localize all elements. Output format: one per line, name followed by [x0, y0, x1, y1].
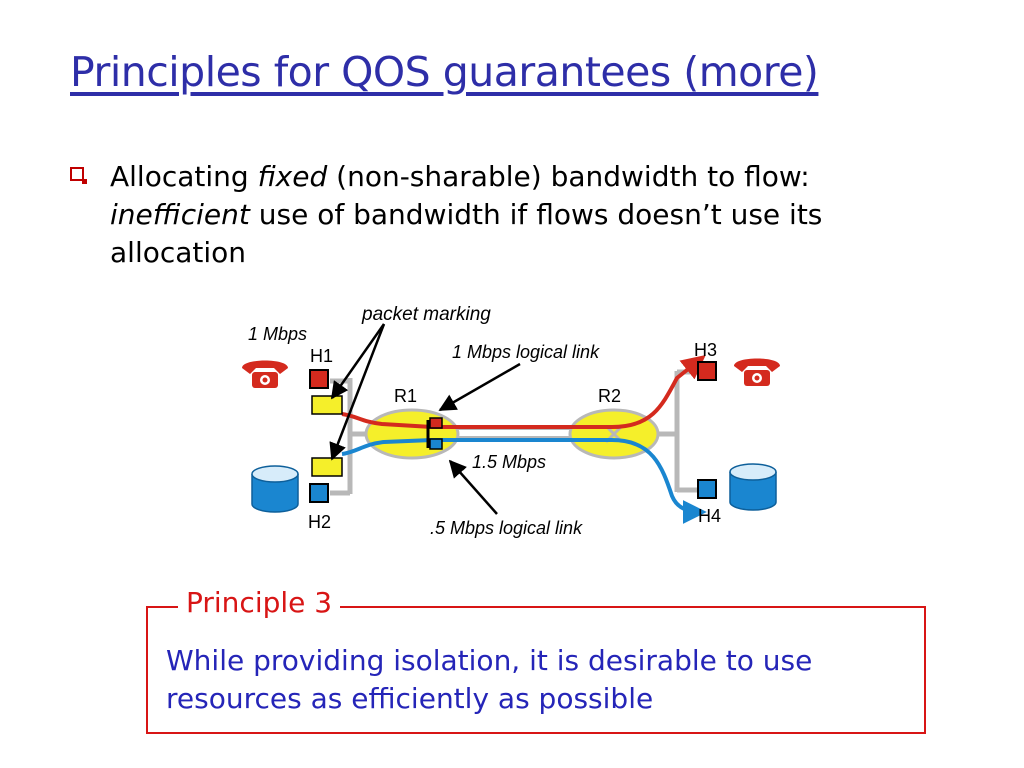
- marker-h2: [311, 457, 343, 477]
- label-h3: H3: [694, 340, 717, 360]
- principle-box: Principle 3 While providing isolation, i…: [146, 586, 926, 734]
- label-h1-rate: 1 Mbps: [248, 324, 307, 344]
- host-h3: [697, 361, 717, 381]
- label-h4: H4: [698, 506, 721, 526]
- label-r2: R2: [598, 386, 621, 406]
- bullet-text-part2: (non-sharable) bandwidth to flow:: [327, 160, 810, 193]
- phone-icon: [242, 360, 288, 388]
- label-r1: R1: [394, 386, 417, 406]
- label-h2: H2: [308, 512, 331, 532]
- label-logical-link-2: .5 Mbps logical link: [430, 518, 583, 538]
- label-link-rate: 1.5 Mbps: [472, 452, 546, 472]
- bullet-text-em-fixed: fixed: [257, 160, 328, 193]
- phone-icon: [734, 358, 780, 386]
- network-diagram: 1 Mbps packet marking 1 Mbps logical lin…: [242, 304, 780, 538]
- host-h4: [697, 479, 717, 499]
- host-h1: [309, 369, 329, 389]
- bullet-square-icon: [70, 167, 87, 184]
- storage-icon: [729, 463, 777, 511]
- annotation-arrows: [329, 323, 521, 515]
- r1-queue-blue: [429, 438, 443, 450]
- host-h2: [309, 483, 329, 503]
- bullet-text-em-inefficient: inefficient: [110, 198, 250, 231]
- label-h1: H1: [310, 346, 333, 366]
- principle-title: Principle 3: [178, 586, 341, 619]
- data-flow-path: [341, 438, 707, 524]
- bullet-text-part3: use of bandwidth if flows doesn’t use it…: [110, 198, 823, 269]
- audio-flow-path: [341, 355, 706, 429]
- router-r1: [364, 408, 460, 460]
- label-packet-marking: packet marking: [361, 304, 491, 325]
- principle-body: While providing isolation, it is desirab…: [166, 644, 813, 715]
- bullet-text: Allocating fixed (non-sharable) bandwidt…: [110, 158, 930, 272]
- label-logical-link-1: 1 Mbps logical link: [452, 342, 600, 362]
- bullet-text-part1: Allocating: [110, 160, 258, 193]
- slide-title: Principles for QOS guarantees (more): [70, 48, 819, 96]
- r1-queue-red: [429, 417, 443, 429]
- marker-h1: [311, 395, 343, 415]
- storage-icon: [251, 465, 299, 513]
